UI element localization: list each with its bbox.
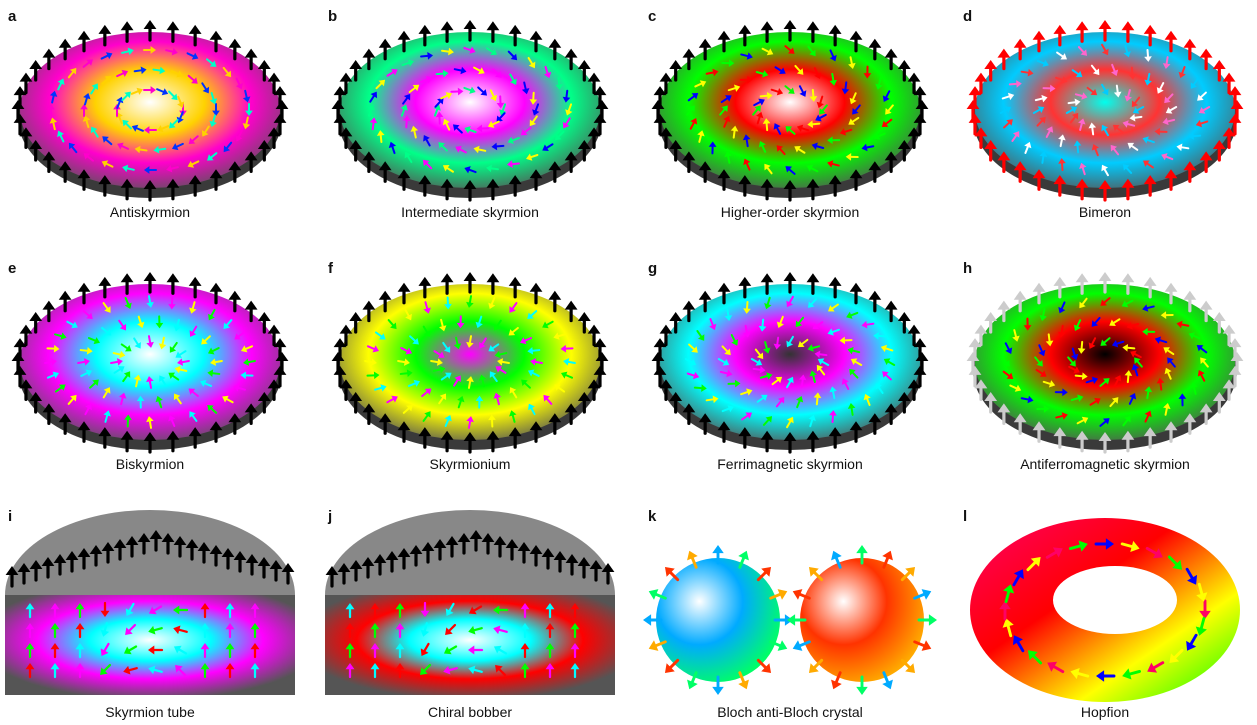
panel-b: b Intermediate skyrmion — [320, 0, 620, 220]
hopfion-illustration — [970, 518, 1240, 702]
panel-e: e Biskyrmion — [0, 252, 300, 472]
panel-j: j Chiral bobber — [320, 500, 620, 720]
panel-d: d Bimeron — [955, 0, 1255, 220]
panel-caption: Bloch anti-Bloch crystal — [717, 704, 863, 720]
biskyrmion-illustration — [11, 272, 289, 454]
panel-caption: Ferrimagnetic skyrmion — [717, 456, 863, 472]
panel-l: l Hopfion — [955, 500, 1255, 720]
panel-a: a Antiskyrmion — [0, 0, 300, 220]
panel-caption: Hopfion — [1080, 704, 1130, 720]
panel-k: k Bloch anti-Bloch crystal — [640, 500, 940, 720]
panel-letter: c — [648, 8, 657, 25]
panel-letter: e — [8, 260, 17, 277]
bloch-anti-bloch-crystal-illustration — [643, 545, 937, 695]
panel-letter: f — [328, 260, 333, 277]
panel-caption: Antiskyrmion — [109, 204, 191, 220]
panel-caption: Higher-order skyrmion — [720, 204, 860, 220]
skyrmionium-illustration — [331, 272, 609, 454]
panel-g: g Ferrimagnetic skyrmion — [640, 252, 940, 472]
ferrimagnetic-skyrmion-illustration — [651, 272, 929, 454]
panel-letter: j — [328, 508, 333, 525]
panel-letter: i — [8, 508, 13, 525]
panel-letter: a — [8, 8, 17, 25]
bimeron-illustration — [966, 20, 1244, 202]
panel-caption: Antiferromagnetic skyrmion — [1020, 456, 1190, 472]
panel-caption: Bimeron — [1078, 204, 1132, 220]
panel-letter: b — [328, 8, 338, 25]
panel-f: f Skyrmionium — [320, 252, 620, 472]
panel-letter: h — [963, 260, 973, 277]
panel-caption: Chiral bobber — [427, 704, 513, 720]
antiferromagnetic-skyrmion-illustration — [966, 272, 1244, 454]
panel-letter: g — [648, 260, 658, 277]
panel-letter: d — [963, 8, 973, 25]
chiral-bobber-illustration — [325, 510, 615, 695]
panel-h: h Antiferromagnetic skyrmion — [955, 252, 1255, 472]
intermediate-skyrmion-illustration — [331, 20, 609, 202]
panel-letter: k — [648, 508, 657, 525]
panel-caption: Intermediate skyrmion — [401, 204, 539, 220]
higher-order-skyrmion-illustration — [651, 20, 929, 202]
panel-caption: Biskyrmion — [115, 456, 185, 472]
panel-c: c Higher-order skyrmion — [640, 0, 940, 220]
skyrmion-tube-illustration — [5, 510, 295, 695]
panel-caption: Skyrmion tube — [105, 704, 195, 720]
panel-letter: l — [963, 508, 968, 525]
panel-i: i Skyrmion tube — [0, 500, 300, 720]
antiskyrmion-illustration — [11, 20, 289, 202]
panel-caption: Skyrmionium — [429, 456, 511, 472]
